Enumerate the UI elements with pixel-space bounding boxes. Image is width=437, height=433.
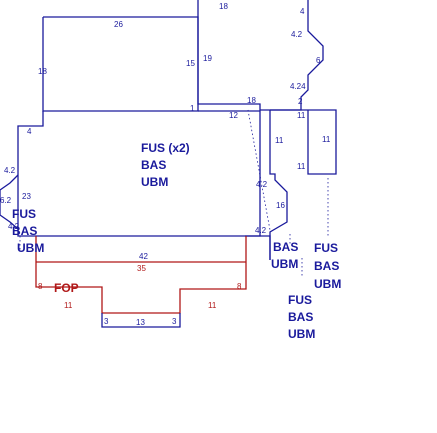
dim-4-2-left: 4.2: [4, 166, 16, 175]
dim-18-left: 18: [38, 67, 47, 76]
dim-23: 23: [22, 192, 31, 201]
label-bas-main: BAS: [141, 158, 166, 172]
leader-line-1: [247, 109, 271, 231]
dim-4-2-mid: 4.2: [256, 180, 268, 189]
dim-18-top: 18: [219, 2, 228, 11]
label-ubm-main: UBM: [141, 175, 168, 189]
dim-4-top: 4: [300, 7, 305, 16]
fop-lower-step: [101, 313, 181, 328]
label-bas-left: BAS: [12, 224, 37, 238]
dim-3-right: 3: [172, 317, 177, 326]
label-bas-r2: BAS: [288, 310, 313, 324]
label-fus-r1: FUS: [314, 241, 338, 255]
dim-42-bottom: 42: [139, 252, 148, 261]
dim-35: 35: [137, 264, 146, 273]
dim-16: 16: [276, 201, 285, 210]
left-bump-outline: [0, 174, 19, 230]
dim-11-c: 11: [297, 162, 306, 171]
dim-11-a: 11: [275, 136, 284, 145]
dim-8-right: 8: [237, 282, 242, 291]
label-fop: FOP: [54, 281, 79, 295]
dim-13: 13: [136, 318, 145, 327]
dim-1: 1: [190, 104, 195, 113]
dim-11-b: 11: [322, 135, 331, 144]
dim-8-left: 8: [38, 282, 43, 291]
dim-11-top-right: 11: [297, 111, 306, 120]
dim-11-fop-right: 11: [208, 301, 217, 310]
dim-4-left: 4: [27, 127, 32, 136]
label-bas-r1: BAS: [314, 259, 339, 273]
label-bas-mid: BAS: [273, 240, 298, 254]
lower-connector-outline: [245, 235, 271, 260]
upper-right-wing-outline: [197, 0, 324, 111]
dim-6: 6: [316, 56, 321, 65]
dim-4-2-mid-lower: 4.2: [255, 226, 267, 235]
dim-26: 26: [114, 20, 123, 29]
dim-15: 15: [186, 59, 195, 68]
dim-11-fop-left: 11: [64, 301, 73, 310]
right-room-outline: [270, 109, 337, 175]
right-room-lower: [269, 110, 288, 260]
label-fus-left: FUS: [12, 207, 36, 221]
label-ubm-mid: UBM: [271, 257, 298, 271]
dim-2: 2: [298, 97, 303, 106]
main-building-outline: [42, 16, 199, 112]
dim-19: 19: [203, 54, 212, 63]
dim-4-2-left-lower: 4.2: [8, 222, 20, 231]
label-ubm-r2: UBM: [288, 327, 315, 341]
label-fus-x2: FUS (x2): [141, 141, 190, 155]
label-fus-r2: FUS: [288, 293, 312, 307]
dim-18-mid: 18: [247, 96, 256, 105]
dim-4-24: 4.24: [290, 82, 306, 91]
label-ubm-r1: UBM: [314, 277, 341, 291]
dim-3-left: 3: [104, 317, 109, 326]
dim-12: 12: [229, 111, 238, 120]
dim-4-2-top: 4.2: [291, 30, 303, 39]
label-ubm-left: UBM: [17, 241, 44, 255]
main-building-body: [17, 110, 261, 237]
fop-outline: [35, 236, 247, 314]
dim-6-2: 6.2: [0, 196, 12, 205]
